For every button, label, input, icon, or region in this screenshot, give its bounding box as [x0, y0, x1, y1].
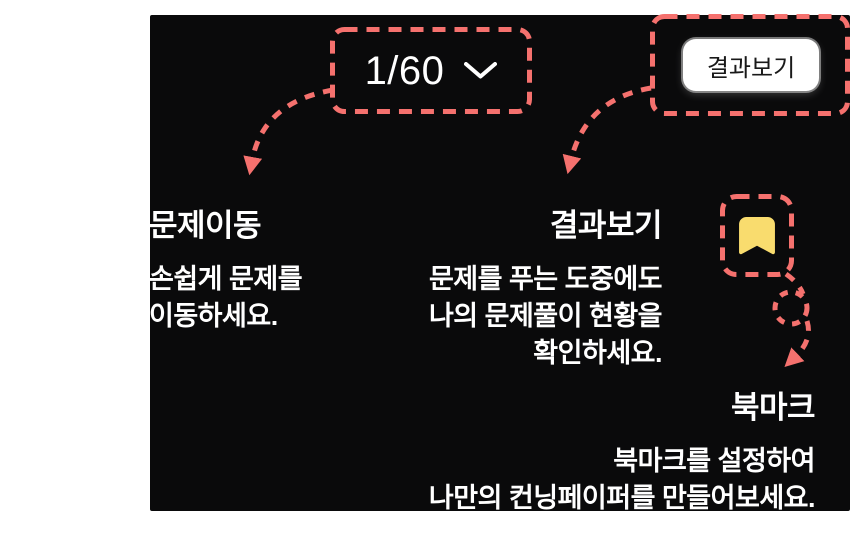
tip-question-nav: 문제이동 손쉽게 문제를 이동하세요.	[149, 208, 303, 335]
tip-line: 문제를 푸는 도중에도	[428, 264, 663, 294]
tip-line: 손쉽게 문제를	[149, 264, 303, 294]
chevron-down-icon	[464, 62, 498, 79]
tip-line: 이동하세요.	[149, 301, 278, 331]
bookmark-button[interactable]	[722, 196, 792, 275]
bookmark-icon	[739, 216, 775, 254]
tip-line: 나의 문제풀이 현황을	[428, 301, 663, 331]
tip-line: 확인하세요.	[533, 338, 662, 368]
tip-title: 문제이동	[149, 208, 262, 243]
tip-view-results: 결과보기 문제를 푸는 도중에도 나의 문제풀이 현황을 확인하세요.	[428, 208, 663, 372]
tip-title: 결과보기	[549, 208, 663, 243]
tip-bookmark: 북마크 북마크를 설정하여 나만의 컨닝페이퍼를 만들어보세요.	[428, 390, 816, 517]
question-nav-dropdown[interactable]: 1/60	[332, 29, 530, 112]
tip-title: 북마크	[730, 390, 816, 425]
tip-line: 북마크를 설정하여	[613, 446, 815, 476]
tip-line: 나만의 컨닝페이퍼를 만들어보세요.	[428, 483, 816, 513]
view-results-button[interactable]: 결과보기	[683, 39, 819, 91]
question-nav-value: 1/60	[364, 48, 445, 93]
